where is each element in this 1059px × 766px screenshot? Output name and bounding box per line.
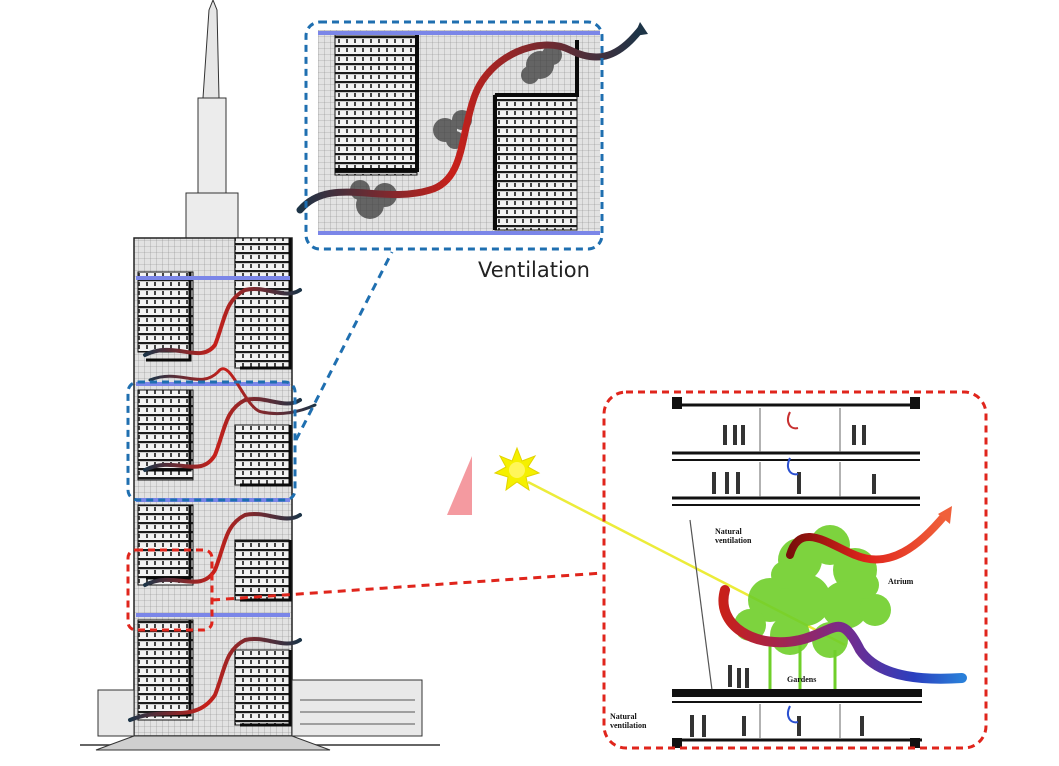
- detail-top-floor-bands: [318, 31, 600, 235]
- pink-triangle-icon: [447, 456, 472, 515]
- red-connector-line: [211, 571, 604, 602]
- tower-left-offices-3: [137, 504, 194, 586]
- tower-left-offices-4: [137, 619, 194, 721]
- natural-ventilation-line2: ventilation: [610, 721, 647, 730]
- people-figures: [690, 665, 864, 737]
- tower-spire: [202, 0, 220, 99]
- airflow-arrow-icon: [718, 585, 967, 684]
- tower-right-offices-4: [234, 649, 290, 726]
- airflow-arrow-icon: [128, 636, 302, 722]
- tower-right-offices-2: [234, 424, 290, 486]
- airflow-arrow-icon: [786, 511, 949, 564]
- airflow-arrow-icon: [143, 396, 302, 472]
- natural-ventilation-line1: Natural: [610, 712, 637, 721]
- tower-podium-left: [97, 689, 135, 737]
- natural-ventilation-label-lower: Natural ventilation: [610, 712, 646, 730]
- ventilation-caption: Ventilation: [478, 258, 590, 282]
- airflow-arrow-icon: [296, 26, 644, 214]
- detail-top-left-offices: [334, 34, 418, 176]
- tower-section: [80, 0, 440, 751]
- tower-red-callout: [126, 548, 214, 632]
- tower-blue-callout: [126, 380, 297, 502]
- natural-ventilation-line1: Natural: [715, 527, 742, 536]
- atrium-lower-floor: [650, 665, 940, 748]
- atrium-tree-trunks: [768, 640, 837, 690]
- airflow-arrow-icon: [148, 367, 317, 416]
- airflow-arrowhead: [634, 22, 648, 36]
- gardens-label: Gardens: [787, 675, 817, 684]
- tower-foundation: [95, 735, 331, 751]
- atrium-glazing: [689, 519, 713, 691]
- natural-ventilation-label-upper: Natural ventilation: [715, 527, 751, 545]
- tower-right-offices-1: [234, 237, 290, 369]
- ventilation-detail-top: [296, 20, 648, 251]
- sun-icon: [493, 446, 541, 492]
- airflow-arrow-icon: [143, 511, 302, 587]
- tower-airflow-arrows: [128, 286, 317, 722]
- tower-podium: [291, 679, 423, 737]
- detail-top-structure: [335, 35, 579, 230]
- airflow-arrowhead: [938, 506, 952, 524]
- detail-top-right-offices: [494, 94, 578, 231]
- atrium-label: Atrium: [888, 577, 914, 586]
- upper-airflow-arrows: [650, 411, 938, 485]
- airflow-arrow-icon: [143, 286, 302, 357]
- atrium-red-callout: [602, 390, 988, 750]
- tower-spire-base: [197, 97, 227, 194]
- atrium-section-detail: [602, 390, 988, 750]
- lower-airflow-arrows: [650, 705, 940, 725]
- tower-podium-windows: [300, 699, 415, 725]
- tower-left-offices-1: [137, 271, 194, 353]
- detail-top-blue-callout: [304, 20, 604, 251]
- natural-ventilation-line2: ventilation: [715, 536, 752, 545]
- atrium-upper-floors: [650, 397, 938, 506]
- blue-connector-line: [294, 251, 394, 441]
- tower-right-offices-3: [234, 539, 290, 601]
